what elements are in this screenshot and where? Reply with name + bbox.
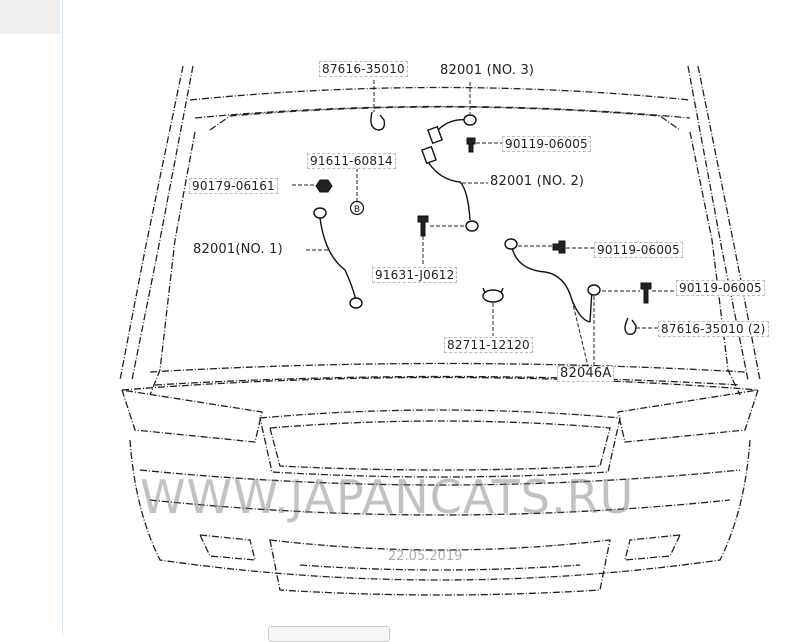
hood-left-inner: [131, 65, 194, 381]
hood-right-inner: [697, 65, 761, 381]
bolt-90119-b: [552, 240, 566, 254]
nut-90179: [315, 179, 333, 193]
label-90119-06005-c[interactable]: 90119-06005: [676, 280, 765, 296]
hose-no2: [427, 161, 471, 221]
hood-rear-edge: [189, 86, 691, 101]
bolt-90119-a: [466, 137, 476, 153]
bolt-90119-c: [640, 282, 652, 304]
label-91631-j0612[interactable]: 91631-J0612: [372, 267, 458, 283]
label-82711-12120[interactable]: 82711-12120: [444, 337, 533, 353]
bottom-button[interactable]: [268, 626, 390, 642]
hose-end-82046a-right: [587, 284, 601, 296]
hose-end-no1-top: [313, 207, 327, 219]
right-headlight: [617, 389, 759, 443]
bolt-91631: [417, 215, 429, 237]
label-82001-no3[interactable]: 82001 (NO. 3): [440, 63, 535, 78]
hose-end-no3-top: [463, 114, 477, 126]
leader-82046a-a: [571, 299, 589, 367]
hood-left-edge: [119, 65, 184, 381]
label-87616-35010-2[interactable]: 87616-35010 (2): [658, 321, 769, 337]
label-90119-06005-b[interactable]: 90119-06005: [594, 242, 683, 258]
hook-clip-right: [624, 317, 637, 336]
front-cowl: [149, 362, 746, 373]
label-82001-no1[interactable]: 82001(NO. 1): [193, 242, 283, 257]
hose-82046a: [511, 247, 591, 323]
hose-end-no2-bottom: [465, 220, 479, 232]
label-90179-06161[interactable]: 90179-06161: [189, 178, 278, 194]
label-91611-60814[interactable]: 91611-60814: [307, 153, 396, 169]
hose-end-82046a-left: [504, 238, 518, 250]
hose-no1: [319, 217, 357, 301]
left-foglight: [198, 534, 256, 561]
watermark-date: 22.05.2019: [388, 549, 463, 564]
marker-b-text: B: [354, 205, 360, 215]
front-bumper: [129, 439, 751, 581]
label-87616-35010[interactable]: 87616-35010: [319, 61, 408, 77]
marker-b-circle: [349, 200, 365, 216]
label-82046a[interactable]: 82046A: [557, 366, 615, 382]
left-headlight: [121, 389, 263, 443]
hose-clamp: [482, 289, 504, 303]
label-82001-no2[interactable]: 82001 (NO. 2): [490, 174, 585, 189]
side-panel: [0, 0, 63, 635]
hook-clip-top: [370, 111, 386, 131]
hood-right-edge: [687, 65, 749, 381]
label-90119-06005-a[interactable]: 90119-06005: [502, 136, 591, 152]
right-foglight: [624, 534, 682, 561]
bay-outline: [149, 131, 196, 396]
grille: [259, 409, 621, 478]
side-panel-tab[interactable]: [0, 0, 60, 34]
hose-end-no1-bottom: [349, 297, 363, 309]
watermark-site: WWW.JAPANCATS.RU: [140, 470, 635, 524]
